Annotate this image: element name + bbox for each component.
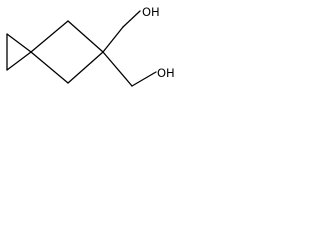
bond-cyclobutane-top-left xyxy=(30,20,69,53)
skeleton-bonds xyxy=(6,10,157,87)
hydroxyl-label-bottom: OH xyxy=(157,66,175,80)
bond-cyclopropane-bottom xyxy=(6,51,32,71)
bond-upper-ch2-to-oh xyxy=(122,10,141,28)
bond-quaternary-to-upper-ch2 xyxy=(102,26,124,53)
bond-lower-ch2-to-oh xyxy=(131,71,157,87)
bond-quaternary-to-lower-ch2 xyxy=(102,51,133,87)
bond-cyclobutane-bottom-right xyxy=(67,51,104,84)
bond-cyclopropane-top xyxy=(6,33,32,53)
bond-cyclobutane-bottom-left xyxy=(30,51,69,84)
bond-cyclobutane-top-right xyxy=(67,20,104,53)
hydroxyl-label-top: OH xyxy=(142,5,160,19)
spiro-diol-structure: OH OH xyxy=(6,5,175,87)
